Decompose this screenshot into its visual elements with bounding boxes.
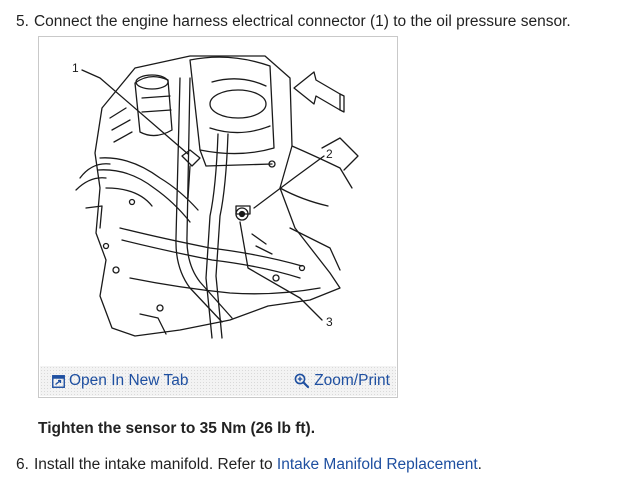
zoom-print-button[interactable]: Zoom/Print bbox=[294, 371, 390, 391]
figure-toolbar: Open In New Tab Zoom/Print bbox=[40, 366, 396, 396]
open-in-new-tab-label: Open In New Tab bbox=[69, 372, 189, 389]
torque-note: Tighten the sensor to 35 Nm (26 lb ft). bbox=[38, 420, 316, 437]
step-number: 6. bbox=[16, 456, 29, 473]
engine-diagram: 1 2 3 bbox=[40, 38, 396, 360]
zoom-print-label: Zoom/Print bbox=[314, 372, 390, 389]
magnifier-icon bbox=[294, 373, 310, 389]
step-text: Install the intake manifold. Refer to bbox=[33, 456, 277, 473]
figure-container: 1 2 3 Open In New Tab Zoom/Print bbox=[38, 36, 398, 398]
step-text: Connect the engine harness electrical co… bbox=[33, 13, 571, 30]
step-5: 5.Connect the engine harness electrical … bbox=[16, 12, 571, 32]
callout-1: 1 bbox=[72, 61, 79, 75]
open-in-new-tab-button[interactable]: Open In New Tab bbox=[52, 371, 188, 391]
callout-3: 3 bbox=[326, 315, 333, 329]
step-suffix: . bbox=[477, 456, 482, 473]
step-6: 6.Install the intake manifold. Refer to … bbox=[16, 455, 482, 475]
step-number: 5. bbox=[16, 13, 29, 30]
open-new-tab-icon bbox=[52, 374, 65, 388]
intake-manifold-replacement-link[interactable]: Intake Manifold Replacement bbox=[276, 456, 478, 473]
callout-2: 2 bbox=[326, 147, 333, 161]
